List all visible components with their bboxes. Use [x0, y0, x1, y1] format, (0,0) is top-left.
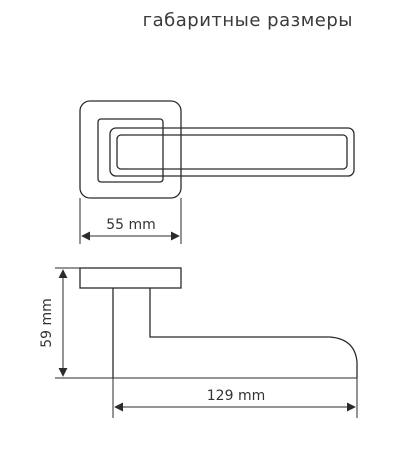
- dimension-height-label: 59 mm: [39, 298, 55, 348]
- dimension-width-label: 55 mm: [106, 217, 156, 233]
- dimension-length: 129 mm: [114, 388, 356, 412]
- front-extension-lines: [79, 198, 182, 244]
- rosette-inner: [97, 118, 164, 183]
- rosette-plate: [79, 267, 182, 289]
- lever-outer: [109, 127, 355, 177]
- side-view: [79, 267, 358, 378]
- rosette-outer: [79, 100, 182, 199]
- dimension-height: 59 mm: [39, 269, 68, 377]
- side-extension-lines: [55, 267, 358, 418]
- lever-profile: [112, 288, 358, 378]
- dimension-length-label: 129 mm: [207, 388, 265, 404]
- front-view: [79, 100, 355, 199]
- dimension-width: 55 mm: [81, 217, 180, 241]
- lever-inner: [116, 134, 348, 170]
- page-title: габаритные размеры: [142, 10, 353, 31]
